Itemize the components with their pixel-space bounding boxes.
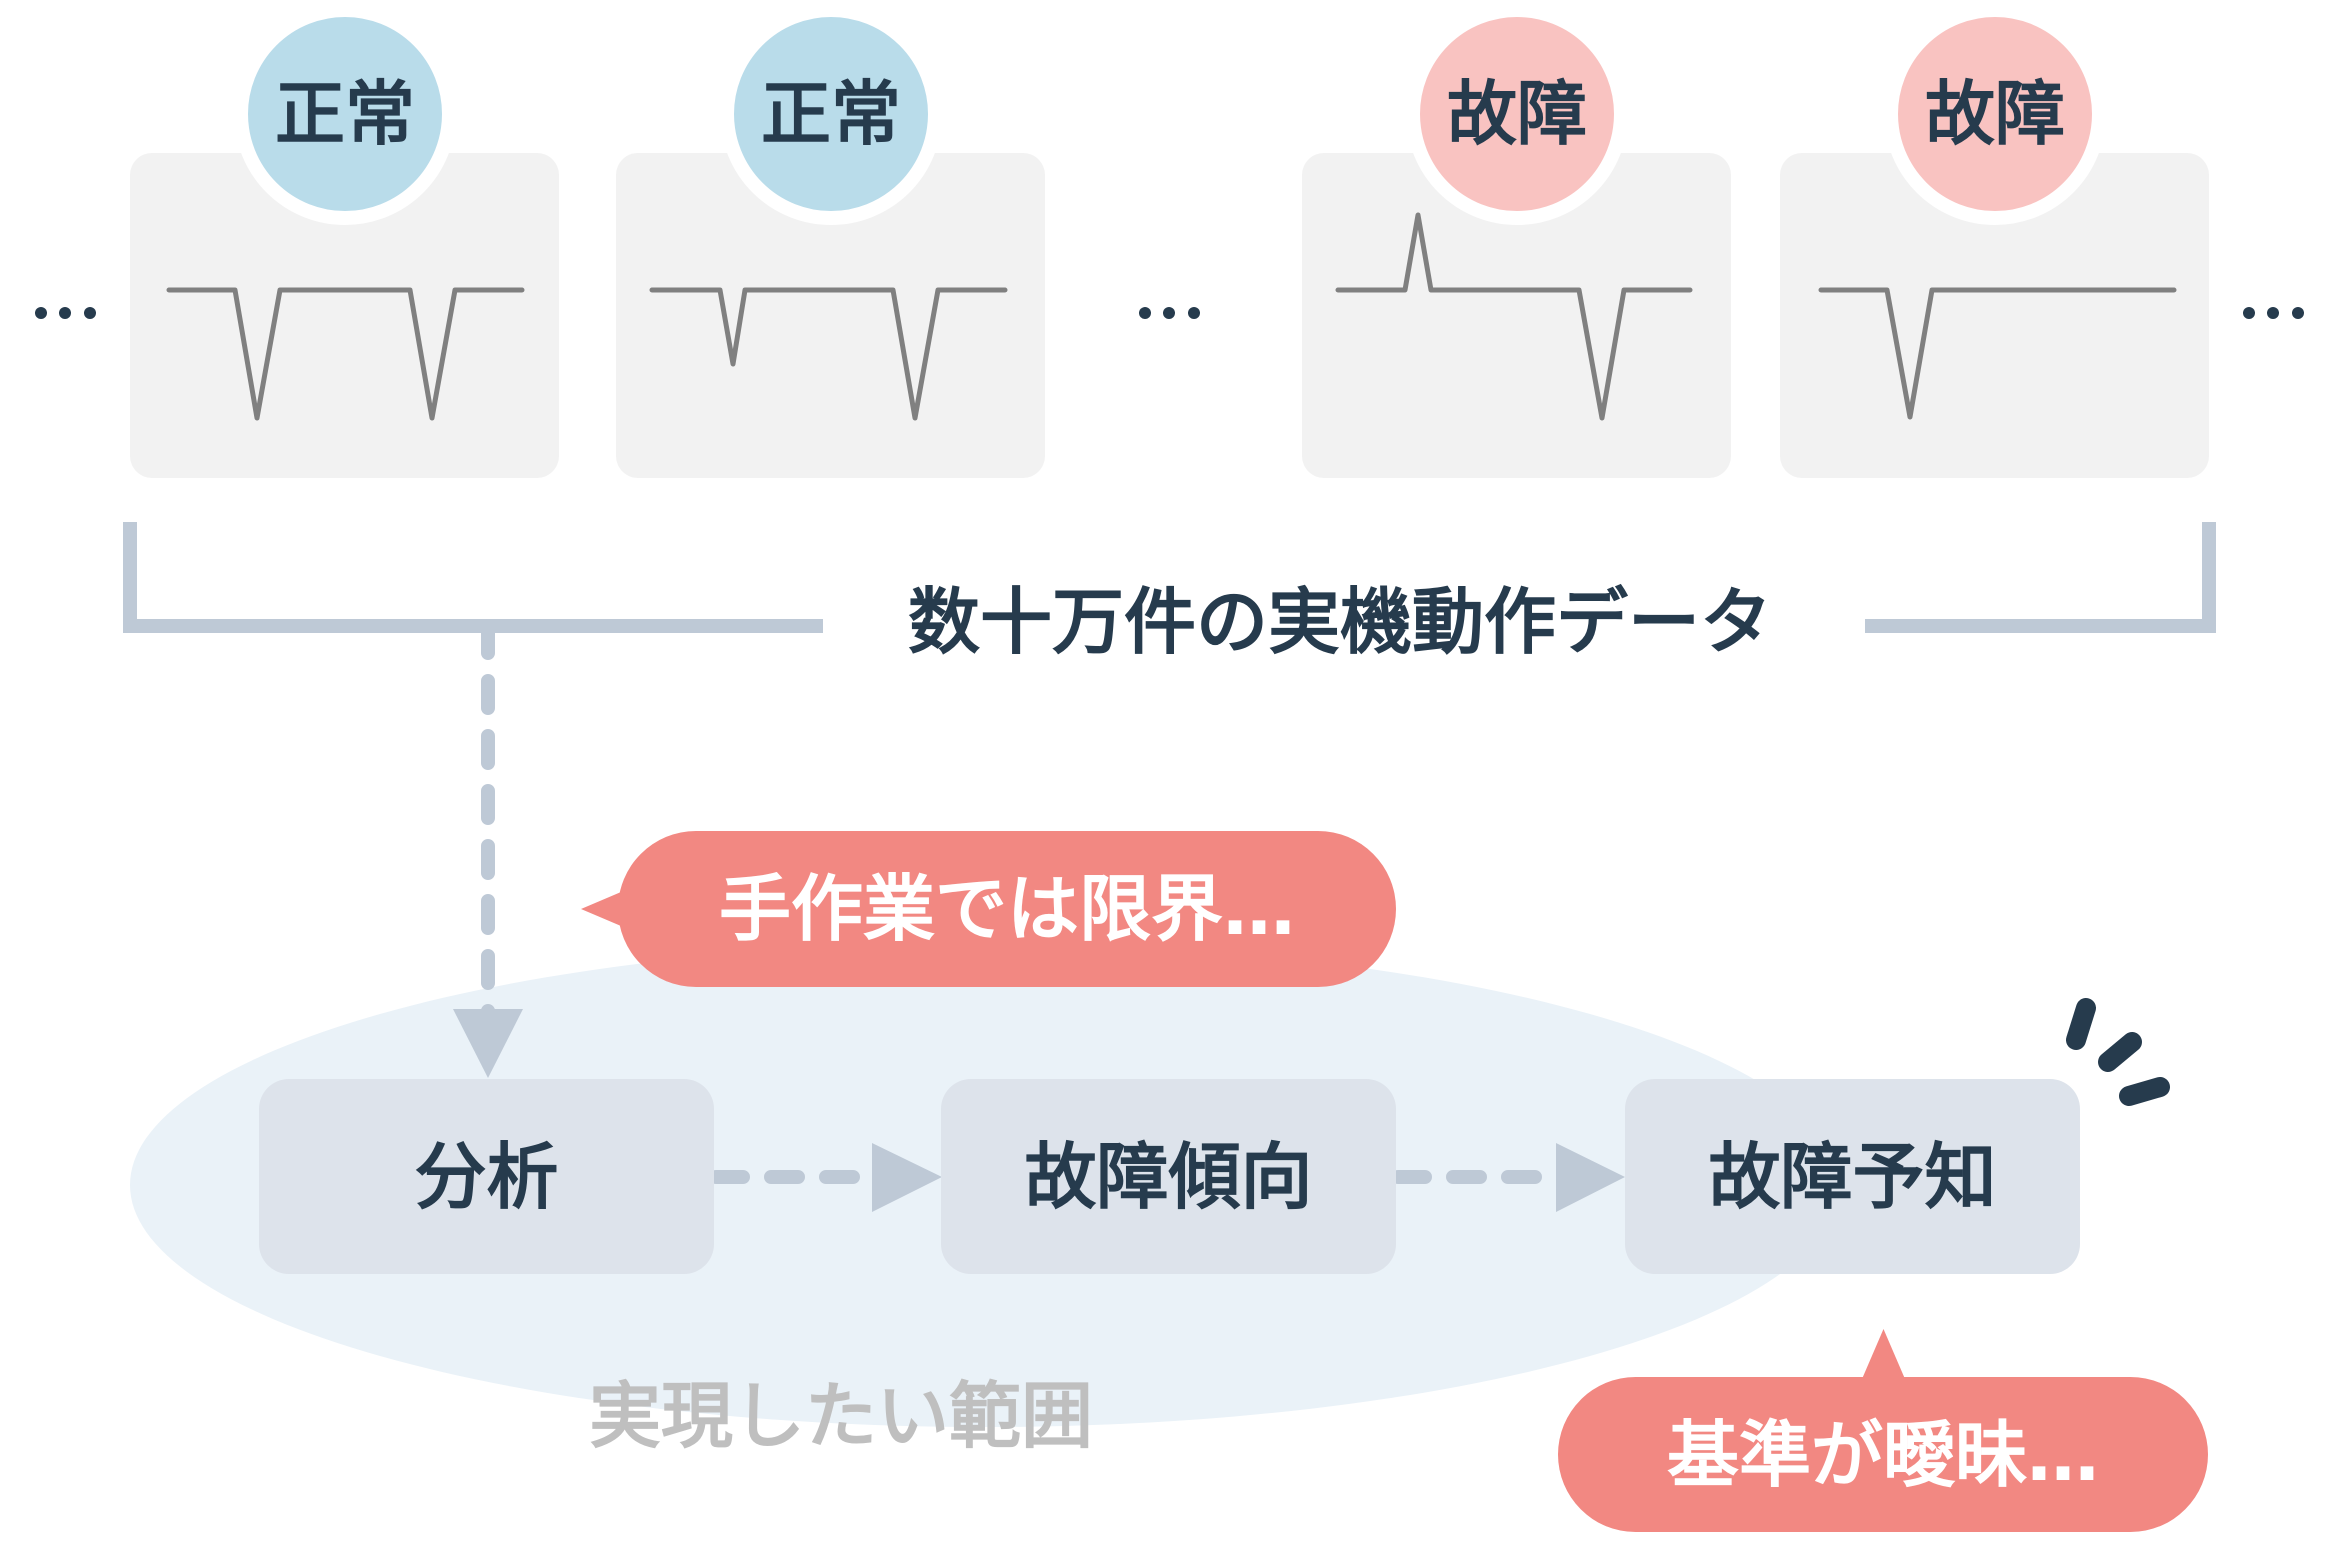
dot bbox=[1163, 307, 1175, 319]
callout-body: 基準が曖昧… bbox=[1558, 1377, 2208, 1532]
dot bbox=[2243, 307, 2255, 319]
dot bbox=[35, 307, 47, 319]
callout-tail bbox=[1862, 1329, 1905, 1379]
callout-text: 手作業では限界… bbox=[718, 867, 1295, 951]
waveform-line bbox=[166, 287, 525, 421]
ellipsis-icon bbox=[2243, 307, 2305, 319]
bracket-left-arm bbox=[123, 522, 137, 633]
waveform-line bbox=[1818, 287, 2177, 420]
step-label: 故障予知 bbox=[1708, 1134, 1997, 1219]
bracket-right-arm bbox=[2202, 522, 2216, 633]
dataset-label: 数十万件の実機動作データ bbox=[907, 580, 1772, 664]
status-badge-label: 正常 bbox=[761, 73, 901, 155]
sample-card-fault-2: 故障 bbox=[1780, 0, 2209, 478]
waveform-line bbox=[1335, 212, 1693, 421]
step-label: 故障傾向 bbox=[1024, 1134, 1313, 1219]
dot bbox=[59, 307, 71, 319]
sample-card-fault-1: 故障 bbox=[1302, 0, 1731, 478]
waveform-line bbox=[649, 287, 1008, 421]
step-failure-tendency: 故障傾向 bbox=[941, 1079, 1396, 1274]
ellipsis-icon bbox=[1139, 307, 1201, 319]
status-badge-label: 故障 bbox=[1925, 73, 2065, 155]
bracket-right-bar bbox=[1865, 619, 2216, 633]
dot bbox=[1139, 307, 1151, 319]
dot bbox=[2292, 307, 2304, 319]
status-badge-normal: 正常 bbox=[720, 3, 942, 225]
step-failure-prediction: 故障予知 bbox=[1625, 1079, 2080, 1274]
bracket-left-bar bbox=[123, 619, 823, 633]
status-badge-fault: 故障 bbox=[1884, 3, 2106, 225]
status-badge-fault: 故障 bbox=[1406, 3, 1628, 225]
sample-card-normal-2: 正常 bbox=[616, 0, 1045, 478]
status-badge-label: 故障 bbox=[1447, 73, 1587, 155]
signal-waveform bbox=[1818, 287, 2177, 420]
step-label: 分析 bbox=[414, 1134, 559, 1219]
step-analysis: 分析 bbox=[259, 1079, 714, 1274]
sample-card-normal-1: 正常 bbox=[130, 0, 559, 478]
arrow-right-icon bbox=[1556, 1143, 1625, 1212]
callout-tail bbox=[581, 892, 621, 926]
dot bbox=[1188, 307, 1200, 319]
callout-vague-criteria: 基準が曖昧… bbox=[1558, 1329, 2208, 1532]
callout-manual-limit: 手作業では限界… bbox=[581, 831, 1396, 987]
arrow-right-icon bbox=[872, 1143, 942, 1212]
arrow-down-icon bbox=[453, 1009, 523, 1078]
ellipsis-icon bbox=[35, 307, 97, 319]
callout-body: 手作業では限界… bbox=[618, 831, 1396, 987]
signal-waveform bbox=[649, 287, 1008, 421]
scope-label: 実現したい範囲 bbox=[589, 1374, 1094, 1458]
callout-text: 基準が曖昧… bbox=[1666, 1412, 2099, 1497]
signal-waveform bbox=[166, 287, 525, 421]
status-badge-label: 正常 bbox=[275, 73, 415, 155]
status-badge-normal: 正常 bbox=[234, 3, 456, 225]
dot bbox=[2267, 307, 2279, 319]
signal-waveform bbox=[1335, 212, 1693, 421]
dot bbox=[84, 307, 96, 319]
